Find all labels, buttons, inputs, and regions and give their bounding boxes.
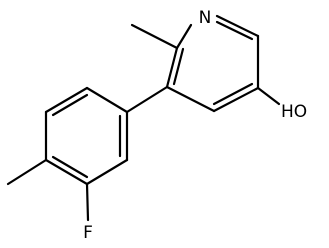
bond-c4-c5-outer: [212, 86, 260, 113]
bond-c6-n-inner: [215, 20, 254, 41]
nitrogen-atom-label: N: [199, 8, 212, 28]
bond-b2-b3-inner: [51, 93, 89, 117]
bond-b4-b5-outer: [44, 158, 89, 186]
benzene-ring: [44, 86, 129, 186]
bond-c4-c5-inner: [212, 82, 254, 106]
bond-c5-oh: [256, 86, 281, 106]
bond-c6-n-outer: [215, 14, 260, 38]
fluorine-atom-label: F: [83, 223, 93, 243]
bond-b5-b6: [85, 158, 129, 186]
bond-c2-c3-inner: [172, 47, 185, 86]
bond-biaryl: [125, 85, 169, 114]
bond-c2-c3-outer: [165, 46, 179, 89]
bond-methyl-benzene: [6, 158, 48, 186]
bond-c-f: [85, 182, 90, 222]
bond-n-c2: [175, 23, 193, 50]
bond-b1-b2: [85, 86, 129, 114]
bond-methyl-pyridine: [130, 23, 179, 50]
hydroxyl-group-label: HO: [281, 102, 307, 122]
pyridine-ring: [165, 14, 260, 113]
bond-b2-b3-outer: [44, 86, 89, 114]
bond-b4-b5-inner: [51, 155, 89, 179]
bond-c3-c4: [165, 85, 216, 113]
